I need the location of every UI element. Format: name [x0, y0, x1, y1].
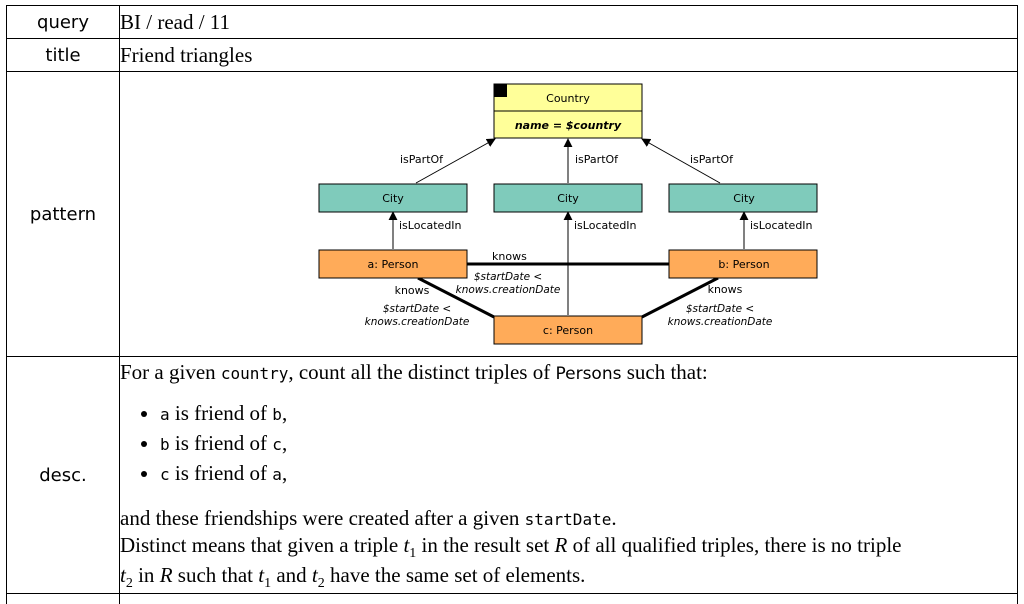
row-desc: desc. For a given country, count all the…: [7, 357, 1018, 594]
intro-code-country: country: [221, 364, 288, 383]
row-query: query BI / read / 11: [7, 6, 1018, 39]
city-label-2: City: [557, 192, 579, 205]
math-r: R: [555, 533, 568, 557]
distinct-text-6: and: [271, 563, 312, 587]
country-label: Country: [546, 92, 590, 105]
person-label-b: b: Person: [718, 258, 769, 271]
bullet-text: is friend of: [170, 401, 273, 425]
spec-table: query BI / read / 11 title Friend triang…: [6, 5, 1018, 604]
person-label-a: a: Person: [368, 258, 419, 271]
intro-text-1: For a given: [120, 360, 221, 384]
knows-ab-label: knows: [492, 250, 527, 263]
knows-ac-cond1: $startDate <: [383, 303, 451, 315]
row-tail: [7, 594, 1018, 604]
distinct-text-1: Distinct means that given a triple: [120, 533, 403, 557]
knows-bc-cond2: knows.creationDate: [668, 316, 773, 328]
intro-persons: Persons: [555, 364, 621, 384]
row-title: title Friend triangles: [7, 39, 1018, 72]
tail-cell: [120, 594, 1018, 604]
bullet-code-a: a: [272, 465, 282, 484]
knows-ab-cond2: knows.creationDate: [456, 284, 561, 296]
friend-list: a is friend of b, b is friend of c, c is…: [120, 399, 1017, 489]
intro-text-3: such that:: [621, 360, 707, 384]
math-sub: 2: [318, 576, 325, 591]
distinct-text-7: have the same set of elements.: [325, 563, 586, 587]
distinct-text-4: in: [133, 563, 160, 587]
intro-text-2: , count all the distinct triples of: [288, 360, 555, 384]
bullet-text: is friend of: [170, 431, 273, 455]
ispartof-label-2: isPartOf: [575, 153, 619, 166]
pattern-cell: Country name = $country City City City i…: [120, 72, 1018, 357]
bullet-code-a: a: [160, 405, 170, 424]
bullet-end: ,: [282, 401, 287, 425]
knows-bc-cond1: $startDate <: [686, 303, 754, 315]
knows-bc-label: knows: [708, 283, 743, 296]
title-value: Friend triangles: [120, 39, 1018, 72]
bullet-end: ,: [282, 431, 287, 455]
bullet-end: ,: [282, 461, 287, 485]
ispartof-label-1: isPartOf: [400, 153, 444, 166]
knows-ab-cond1: $startDate <: [474, 271, 542, 283]
list-item: b is friend of c,: [160, 429, 1017, 459]
country-corner-marker: [494, 84, 507, 97]
list-item: c is friend of a,: [160, 459, 1017, 489]
bullet-code-b: b: [160, 435, 170, 454]
desc-intro: For a given country, count all the disti…: [120, 359, 1017, 385]
desc-cell: For a given country, count all the disti…: [120, 357, 1018, 594]
desc-label: desc.: [7, 357, 120, 594]
list-item: a is friend of b,: [160, 399, 1017, 429]
after-code-startdate: startDate: [525, 510, 612, 529]
person-label-c: c: Person: [543, 324, 593, 337]
row-pattern: pattern: [7, 72, 1018, 357]
distinct-text-2: in the result set: [416, 533, 554, 557]
distinct-text-5: such that: [173, 563, 259, 587]
knows-ac-label: knows: [395, 284, 430, 297]
desc-after: and these friendships were created after…: [120, 505, 1017, 531]
math-r: R: [160, 563, 173, 587]
query-value: BI / read / 11: [120, 6, 1018, 39]
desc-distinct: Distinct means that given a triple t1 in…: [120, 532, 1017, 593]
distinct-text-3: of all qualified triples, there is no tr…: [567, 533, 901, 557]
pattern-diagram: Country name = $country City City City i…: [120, 72, 1010, 356]
description: For a given country, count all the disti…: [120, 357, 1017, 592]
title-label: title: [7, 39, 120, 72]
islocatedin-label-3: isLocatedIn: [750, 219, 813, 232]
pattern-label: pattern: [7, 72, 120, 357]
bullet-code-c: c: [272, 435, 282, 454]
bullet-code-b: b: [272, 405, 282, 424]
after-text-2: .: [611, 506, 616, 530]
islocatedin-label-2: isLocatedIn: [574, 219, 637, 232]
city-label-1: City: [382, 192, 404, 205]
query-label: query: [7, 6, 120, 39]
bullet-text: is friend of: [170, 461, 273, 485]
after-text-1: and these friendships were created after…: [120, 506, 525, 530]
ispartof-label-3: isPartOf: [690, 153, 734, 166]
country-condition: name = $country: [515, 119, 622, 132]
city-label-3: City: [733, 192, 755, 205]
knows-ac-cond2: knows.creationDate: [365, 316, 470, 328]
math-sub: 2: [126, 576, 133, 591]
bullet-code-c: c: [160, 465, 170, 484]
islocatedin-label-1: isLocatedIn: [399, 219, 462, 232]
tail-label: [7, 594, 120, 604]
